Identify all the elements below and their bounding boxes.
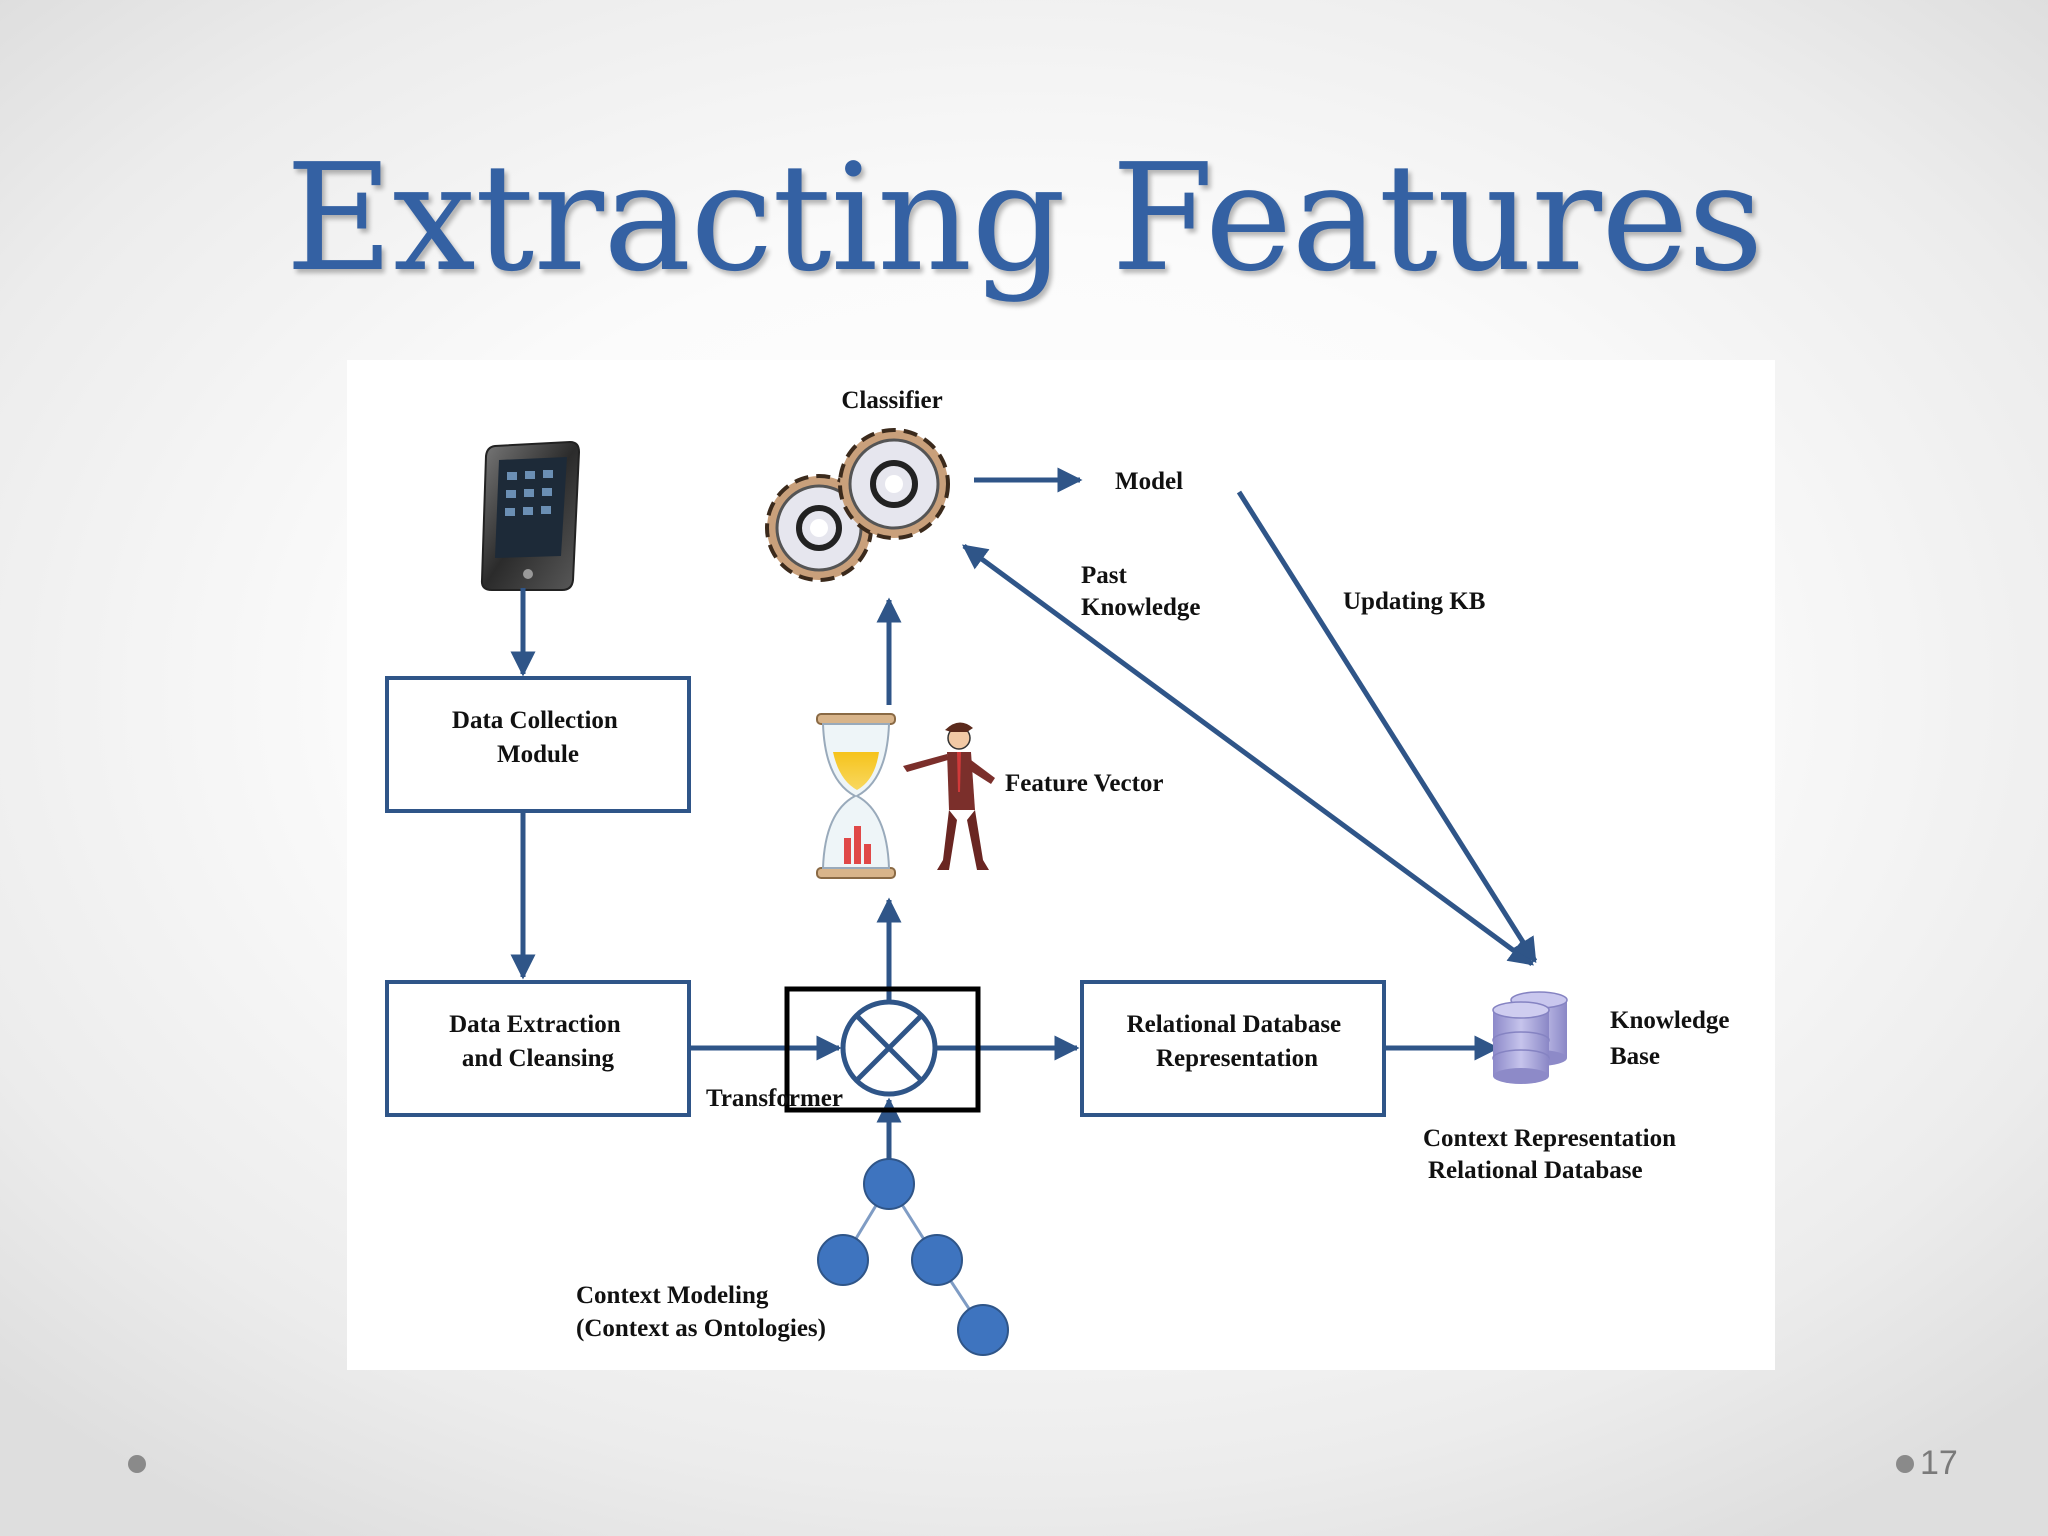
relational-db-box bbox=[1080, 980, 1386, 1117]
data-extraction-label: Data Extraction and Cleansing bbox=[449, 1011, 627, 1072]
classifier-label: Classifier bbox=[841, 387, 942, 414]
database-icon bbox=[1492, 991, 1568, 1084]
arrow-past-knowledge bbox=[961, 543, 1535, 967]
transformer-symbol bbox=[784, 986, 981, 1113]
knowledge-base-label: Knowledge Base bbox=[1610, 1007, 1736, 1070]
ontology-node bbox=[817, 1234, 869, 1286]
architecture-diagram: Classifier Model Past Knowledge Updating… bbox=[347, 360, 1775, 1370]
businessman-icon bbox=[903, 722, 995, 870]
past-knowledge-label: Past Knowledge bbox=[1081, 562, 1200, 621]
model-label: Model bbox=[1115, 468, 1183, 495]
updating-kb-label: Updating KB bbox=[1343, 588, 1485, 615]
data-collection-box bbox=[385, 676, 691, 813]
data-collection-label: Data Collection Module bbox=[452, 707, 624, 768]
ontology-node bbox=[863, 1158, 915, 1210]
ontology-node bbox=[911, 1234, 963, 1286]
data-extraction-box bbox=[385, 980, 691, 1117]
hourglass-icon bbox=[816, 713, 896, 879]
slide-title: Extracting Features bbox=[285, 132, 1763, 304]
relational-db-label: Relational Database Representation bbox=[1127, 1011, 1348, 1072]
feature-vector-label: Feature Vector bbox=[1005, 770, 1164, 797]
diagram-canvas: Classifier Model Past Knowledge Updating… bbox=[385, 387, 1736, 1356]
ontology-node bbox=[957, 1304, 1009, 1356]
right-bullet-icon bbox=[1896, 1455, 1914, 1473]
ontology-tree bbox=[817, 1158, 1009, 1356]
transformer-label: Transformer bbox=[706, 1085, 843, 1112]
smartphone-icon bbox=[480, 440, 581, 591]
arrow-updating-kb bbox=[1236, 490, 1538, 964]
left-bullet-icon bbox=[128, 1455, 146, 1473]
page-number: 17 bbox=[1920, 1444, 1958, 1482]
context-modeling-label: Context Modeling (Context as Ontologies) bbox=[576, 1282, 826, 1342]
context-representation-label: Context Representation Relational Databa… bbox=[1423, 1125, 1682, 1184]
gears-icon bbox=[765, 428, 950, 582]
